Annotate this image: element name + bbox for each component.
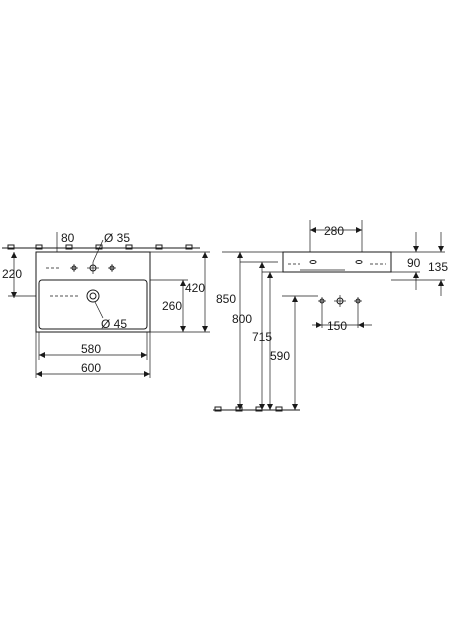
- dim-basin-height: 90: [407, 256, 421, 270]
- dim-mount-height: 800: [232, 312, 252, 326]
- dim-drain-height: 715: [252, 330, 272, 344]
- tap-hole-icon: [354, 297, 362, 305]
- tap-hole-icon: [87, 262, 99, 274]
- basin-outline: [35, 251, 151, 333]
- dim-waste-height: 590: [270, 349, 290, 363]
- tap-hole-icon: [70, 264, 78, 272]
- dim-tap-offset: 80: [61, 231, 75, 245]
- tap-hole-icon: [318, 297, 326, 305]
- dim-inner-width: 580: [81, 342, 101, 356]
- drain-icon: [86, 289, 100, 303]
- dim-drain: Ø 45: [101, 317, 127, 331]
- dim-tap-spacing: 150: [327, 319, 347, 333]
- dim-overall-depth: 420: [185, 281, 205, 295]
- wall-bracket: [35, 244, 43, 250]
- wall-bracket: [155, 244, 163, 250]
- dim-outer-width: 600: [81, 361, 101, 375]
- basin-bowl: [38, 279, 148, 330]
- dim-basin-width: 280: [324, 224, 344, 238]
- dim-total-height: 135: [428, 260, 448, 274]
- front-view: 80 Ø 35 220 420 260 Ø 45 580: [2, 231, 210, 378]
- wall-bracket: [125, 244, 133, 250]
- dim-tap-hole: Ø 35: [104, 231, 130, 245]
- basin-side: [282, 251, 392, 273]
- dim-bowl-depth: 260: [162, 299, 182, 313]
- dim-rim-height: 850: [216, 292, 236, 306]
- tap-hole-icon: [334, 295, 346, 307]
- side-view: 280 90 135 850 800: [213, 220, 448, 412]
- wall-bracket: [7, 244, 15, 250]
- tap-hole-icon: [108, 264, 116, 272]
- wall-bracket: [65, 244, 73, 250]
- wall-bracket: [185, 244, 193, 250]
- dim-depth-to-tap: 220: [2, 267, 22, 281]
